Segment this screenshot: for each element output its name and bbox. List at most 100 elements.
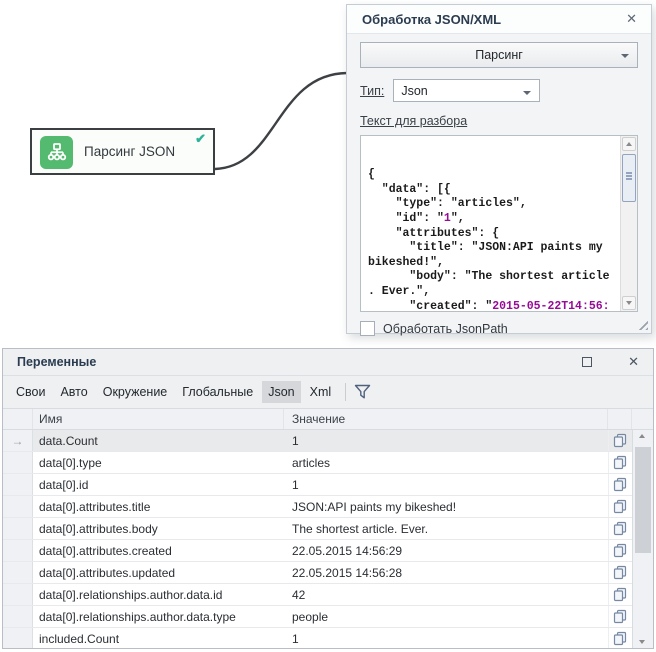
tab-глобальные[interactable]: Глобальные <box>182 384 254 399</box>
variable-value[interactable]: people <box>292 609 329 624</box>
variables-panel: Переменные ✕ Свои Авто Окружение Глобальные… <box>2 348 654 649</box>
tabs-separator <box>345 382 347 401</box>
row-icon-cell[interactable] <box>608 606 632 627</box>
tab-xml[interactable]: Xml <box>309 384 332 399</box>
sitemap-icon <box>40 136 73 169</box>
row-gutter <box>3 606 33 627</box>
close-icon: ✕ <box>628 354 639 369</box>
jsonpath-checkbox[interactable] <box>360 321 375 336</box>
table-row[interactable]: data[0].attributes.created 22.05.2015 14… <box>3 540 632 562</box>
table-row[interactable]: data[0].attributes.body The shortest art… <box>3 518 632 540</box>
tab-окружение[interactable]: Окружение <box>102 384 168 399</box>
variable-name[interactable]: data[0].id <box>39 477 89 492</box>
scrollbar-thumb[interactable] <box>622 154 636 202</box>
code-line: "id": "1", <box>368 211 465 225</box>
variable-name[interactable]: data.Count <box>33 430 284 451</box>
header-icon-col <box>608 409 632 429</box>
tab-авто[interactable]: Авто <box>60 384 88 399</box>
table-row[interactable]: included.Count 1 <box>3 628 632 648</box>
variables-rows: → data.Count 1 data[0].type articles dat… <box>3 430 632 648</box>
variables-titlebar: Переменные ✕ <box>3 349 653 376</box>
table-row[interactable]: data[0].attributes.updated 22.05.2015 14… <box>3 562 632 584</box>
node-label: Парсинг JSON <box>84 144 176 159</box>
variable-name[interactable]: data[0].attributes.body <box>39 521 158 536</box>
code-line: "title": "JSON:API paints my <box>368 241 603 255</box>
variable-name[interactable]: data[0].relationships.author.data.type <box>39 609 236 624</box>
variable-value[interactable]: 1 <box>284 430 608 451</box>
scroll-up-icon[interactable] <box>639 434 645 438</box>
copy-icon <box>613 499 627 514</box>
code-line: "data": [{ <box>368 182 451 196</box>
code-line: { <box>368 168 375 182</box>
variable-value[interactable]: JSON:API paints my bikeshed! <box>292 499 457 514</box>
scroll-up-icon[interactable] <box>622 137 636 151</box>
code-line: "type": "articles", <box>368 197 527 211</box>
row-icon-cell[interactable] <box>608 628 632 648</box>
row-icon-cell[interactable] <box>608 518 632 539</box>
variable-value[interactable]: 22.05.2015 14:56:29 <box>292 543 403 558</box>
close-icon[interactable]: ✕ <box>626 11 637 26</box>
table-row[interactable]: data[0].attributes.title JSON:API paints… <box>3 496 632 518</box>
variable-name[interactable]: included.Count <box>39 631 120 646</box>
table-row[interactable]: → data.Count 1 <box>3 430 632 452</box>
variables-tabs: Свои Авто Окружение Глобальные Json Xml <box>3 376 653 407</box>
variable-name[interactable]: data[0].attributes.created <box>39 543 172 558</box>
variable-value[interactable]: 1 <box>292 631 299 646</box>
scrollbar-thumb[interactable] <box>635 447 651 553</box>
variable-value[interactable]: articles <box>292 455 331 470</box>
activity-node-parse-json[interactable]: Парсинг JSON ✔ <box>30 128 215 175</box>
dialog-body: Парсинг Тип: Json Текст для разбора { "d… <box>347 34 651 336</box>
action-dropdown[interactable]: Парсинг <box>360 42 638 68</box>
chevron-down-icon <box>523 91 532 95</box>
type-label[interactable]: Тип: <box>360 83 385 98</box>
grid-scrollbar[interactable] <box>632 430 653 648</box>
scroll-down-icon[interactable] <box>622 296 636 310</box>
tab-json[interactable]: Json <box>262 380 301 403</box>
chevron-down-icon <box>621 54 629 58</box>
row-icon-cell[interactable] <box>608 452 632 473</box>
row-icon-cell[interactable] <box>608 562 632 583</box>
variable-name[interactable]: data[0].relationships.author.data.id <box>39 587 223 602</box>
filter-button[interactable] <box>354 384 371 400</box>
json-code: { "data": [{ "type": "articles", "id": "… <box>368 168 617 311</box>
copy-icon <box>613 477 627 492</box>
table-row[interactable]: data[0].id 1 <box>3 474 632 496</box>
jsonpath-checkbox-label: Обработать JsonPath <box>383 321 508 336</box>
editor-scrollbar[interactable] <box>620 136 637 311</box>
row-gutter <box>3 474 33 495</box>
jsonpath-checkbox-row: Обработать JsonPath <box>360 321 638 336</box>
maximize-icon <box>582 357 593 367</box>
variable-value[interactable]: The shortest article. Ever. <box>292 521 429 536</box>
header-gutter <box>3 409 33 429</box>
table-row[interactable]: data[0].relationships.author.data.id 42 <box>3 584 632 606</box>
variable-name[interactable]: data[0].attributes.updated <box>39 565 176 580</box>
row-gutter <box>3 628 33 648</box>
variable-name[interactable]: data[0].type <box>39 455 102 470</box>
row-gutter <box>3 452 33 473</box>
copy-icon <box>613 609 627 624</box>
parse-text-label[interactable]: Текст для разбора <box>360 114 468 128</box>
row-icon-cell[interactable] <box>608 474 632 495</box>
variable-name[interactable]: data[0].attributes.title <box>39 499 151 514</box>
variable-value[interactable]: 22.05.2015 14:56:28 <box>292 565 403 580</box>
table-row[interactable]: data[0].relationships.author.data.type p… <box>3 606 632 628</box>
scroll-down-icon[interactable] <box>639 640 645 644</box>
row-icon-cell[interactable] <box>608 496 632 517</box>
variable-value[interactable]: 1 <box>292 477 299 492</box>
type-row: Тип: Json <box>360 79 638 102</box>
close-button[interactable]: ✕ <box>628 354 639 370</box>
table-row[interactable]: data[0].type articles <box>3 452 632 474</box>
copy-icon <box>613 433 627 448</box>
success-check-icon: ✔ <box>195 131 206 146</box>
type-dropdown[interactable]: Json <box>393 79 541 102</box>
json-text-editor[interactable]: { "data": [{ "type": "articles", "id": "… <box>360 135 638 312</box>
tab-свои[interactable]: Свои <box>16 384 46 399</box>
row-icon-cell[interactable] <box>608 430 632 451</box>
column-header-name[interactable]: Имя <box>33 409 284 429</box>
maximize-button[interactable] <box>582 357 593 367</box>
variable-value[interactable]: 42 <box>292 587 306 602</box>
row-icon-cell[interactable] <box>608 540 632 561</box>
column-header-value[interactable]: Значение <box>284 409 608 429</box>
row-icon-cell[interactable] <box>608 584 632 605</box>
